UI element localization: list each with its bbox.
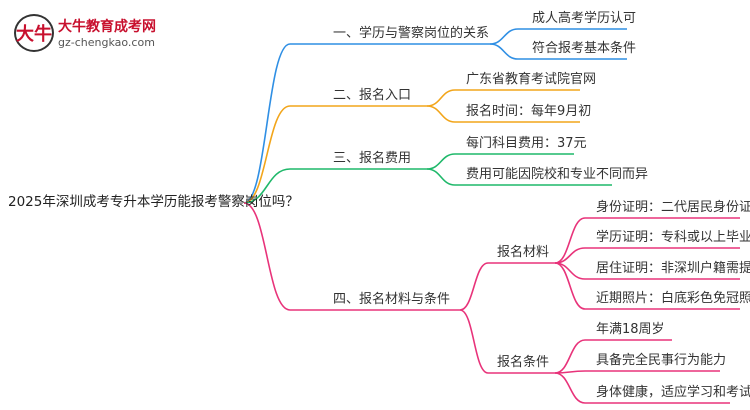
condition-1-connector bbox=[554, 339, 672, 374]
branch-1-child-2-connector bbox=[489, 43, 627, 60]
branch-1-connector bbox=[243, 43, 490, 204]
branch-2-child-1-connector bbox=[426, 89, 580, 107]
branch-1-child-1: 成人高考学历认可 bbox=[532, 11, 637, 26]
material-2-connector bbox=[554, 247, 740, 264]
material-item-2: 学历证明：专科或以上毕业证 bbox=[596, 230, 750, 245]
group-materials-label: 报名材料 bbox=[497, 245, 550, 260]
site-logo[interactable]: 大牛 大牛教育成考网 gz-chengkao.com bbox=[10, 8, 170, 58]
condition-2-connector bbox=[554, 370, 720, 374]
branch-3-child-2: 费用可能因院校和专业不同而异 bbox=[466, 167, 649, 182]
branch-2-child-2: 报名时间：每年9月初 bbox=[466, 104, 592, 119]
branch-1-child-1-connector bbox=[489, 28, 627, 45]
material-item-3: 居住证明：非深圳户籍需提供 bbox=[596, 261, 750, 276]
group-1-connector bbox=[459, 262, 555, 311]
condition-item-2: 具备完全民事行为能力 bbox=[596, 353, 727, 368]
branch-4-label: 四、报名材料与条件 bbox=[333, 292, 451, 307]
logo-emblem-icon: 大牛 bbox=[14, 14, 54, 52]
group-2-connector bbox=[459, 309, 555, 374]
material-item-4: 近期照片：白底彩色免冠照片 bbox=[596, 291, 750, 306]
branch-3-connector bbox=[243, 168, 427, 204]
branch-3-child-2-connector bbox=[426, 168, 612, 186]
branch-4-connector bbox=[243, 202, 460, 311]
branch-3-label: 三、报名费用 bbox=[333, 151, 412, 166]
root-topic: 2025年深圳成考专升本学历能报考警察岗位吗？ bbox=[8, 194, 299, 210]
branch-3-child-1: 每门科目费用：37元 bbox=[466, 136, 587, 151]
logo-url: gz-chengkao.com bbox=[58, 36, 155, 49]
condition-3-connector bbox=[554, 372, 730, 404]
branch-1-label: 一、学历与警察岗位的关系 bbox=[333, 26, 490, 41]
branch-2-child-1: 广东省教育考试院官网 bbox=[466, 72, 597, 87]
logo-title: 大牛教育成考网 bbox=[58, 19, 156, 35]
condition-item-3: 身体健康，适应学习和考试 bbox=[596, 385, 750, 400]
material-4-connector bbox=[554, 262, 740, 310]
branch-2-label: 二、报名入口 bbox=[333, 88, 412, 103]
material-item-1: 身份证明：二代居民身份证 bbox=[596, 200, 750, 215]
condition-item-1: 年满18周岁 bbox=[596, 322, 665, 337]
branch-2-child-2-connector bbox=[426, 105, 580, 123]
branch-3-child-1-connector bbox=[426, 153, 574, 170]
branch-2-connector bbox=[243, 105, 427, 204]
material-1-connector bbox=[554, 217, 740, 264]
group-conditions-label: 报名条件 bbox=[497, 355, 550, 370]
branch-1-child-2: 符合报考基本条件 bbox=[532, 41, 637, 56]
